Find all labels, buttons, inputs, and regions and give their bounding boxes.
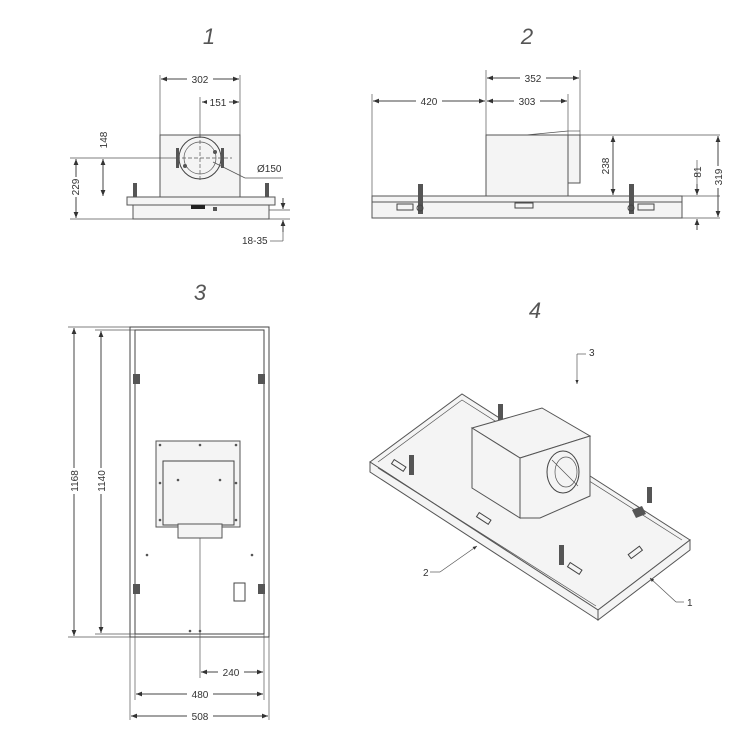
view-2-side: 2 352 420 303 238 — [371, 24, 725, 230]
motor-box-footprint — [155, 440, 241, 528]
callout-2: 2 — [423, 568, 429, 579]
view-3-top: 3 1168 1140 — [68, 280, 270, 723]
motor-box-side — [485, 134, 569, 197]
callout-1: 1 — [687, 598, 693, 609]
outlet-iso — [546, 450, 580, 494]
dim-81: 81 — [693, 166, 704, 178]
dim-148: 148 — [99, 131, 110, 148]
dim-508: 508 — [192, 712, 209, 723]
dim-238: 238 — [601, 157, 612, 174]
view-1-front: 1 302 151 Ø150 — [70, 24, 290, 247]
dim-352: 352 — [525, 74, 542, 85]
dim-18-35: 18-35 — [242, 236, 268, 247]
dim-151: 151 — [210, 98, 227, 109]
dim-1168: 1168 — [70, 470, 81, 492]
view-3-number: 3 — [194, 280, 207, 305]
dim-240: 240 — [223, 668, 240, 679]
dim-420: 420 — [421, 97, 438, 108]
outlet-stub-top — [177, 523, 223, 539]
motor-box-iso-right — [519, 435, 591, 519]
plate-outer-top — [129, 326, 270, 638]
dim-diameter-150: Ø150 — [257, 164, 282, 175]
view-4-isometric: 4 3 2 1 — [369, 298, 693, 622]
dim-303: 303 — [519, 97, 536, 108]
base-plate-front — [126, 196, 276, 206]
view-2-number: 2 — [520, 24, 533, 49]
dim-229: 229 — [71, 178, 82, 195]
view-1-number: 1 — [203, 24, 215, 49]
callout-3: 3 — [589, 348, 595, 359]
plate-iso-side-edge — [597, 538, 691, 622]
plate-inner-top — [134, 329, 265, 635]
dim-302: 302 — [192, 75, 209, 86]
view-4-number: 4 — [529, 298, 541, 323]
outlet-stub-side — [567, 134, 581, 184]
dim-319: 319 — [714, 168, 725, 185]
lower-frame-side — [371, 201, 683, 219]
dim-1140: 1140 — [97, 470, 108, 492]
dim-480: 480 — [192, 690, 209, 701]
